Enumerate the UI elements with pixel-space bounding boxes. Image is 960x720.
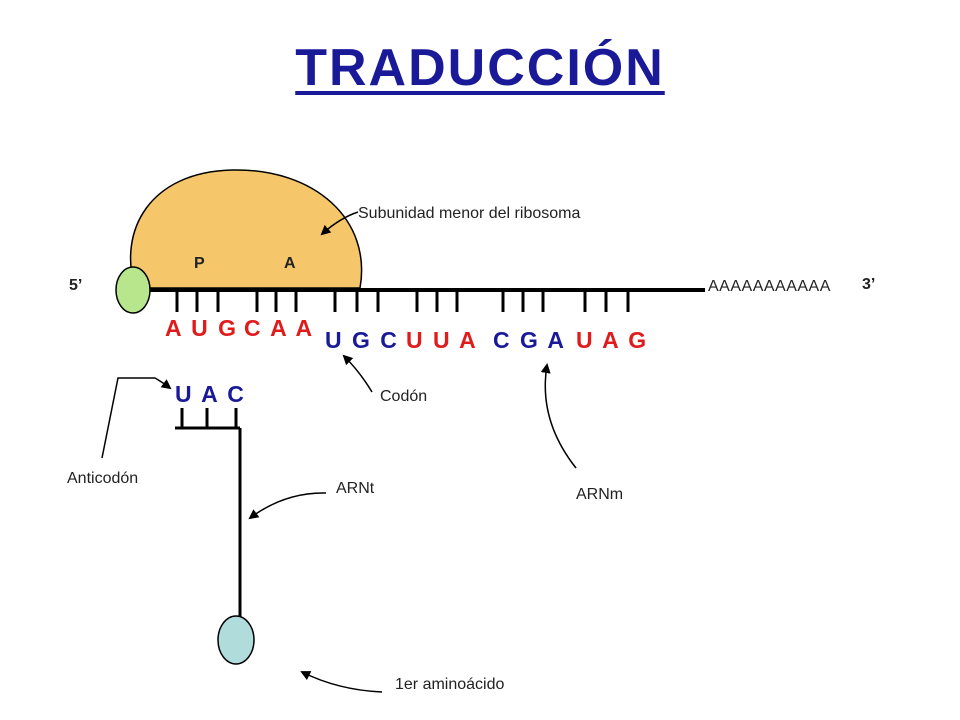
poly-a-tail: AAAAAAAAAAA: [708, 278, 831, 295]
ribosome-arrow: [320, 211, 359, 236]
five-prime-cap: [115, 266, 151, 314]
trna-label: ARNt: [336, 480, 375, 497]
first-amino-acid: [217, 615, 255, 665]
codon-5: C G A: [493, 327, 567, 353]
amino-acid-arrow: [300, 671, 383, 693]
codon-label: Codón: [380, 388, 428, 405]
mrna-nucleotide-ticks: [175, 290, 630, 312]
a-site-label: A: [284, 255, 296, 272]
amino-acid-label: 1er aminoácido: [395, 676, 505, 693]
codon-3: U G C: [325, 327, 399, 353]
anticodon-label: Anticodón: [67, 470, 139, 487]
mrna-arrow: [540, 363, 577, 469]
ribosome-small-subunit: [129, 169, 363, 289]
anticodon-arrow: [101, 377, 172, 459]
codon-6: U A G: [576, 327, 649, 353]
mrna-label: ARNm: [576, 486, 624, 503]
ribosome-label: Subunidad menor del ribosoma: [358, 205, 581, 222]
p-site-label: P: [194, 255, 205, 272]
page-title: TRADUCCIÓN: [295, 39, 665, 97]
codon-arrow: [342, 354, 373, 393]
five-prime-label: 5’: [69, 277, 83, 294]
codon-4: U U A: [406, 327, 478, 353]
codon-1: A U G: [165, 315, 239, 341]
trna-arrow: [248, 492, 327, 520]
anticodon-sequence: U A C: [175, 381, 246, 407]
three-prime-label: 3’: [862, 276, 876, 293]
trna-structure: [175, 408, 242, 618]
codon-2: C A A: [244, 315, 315, 341]
